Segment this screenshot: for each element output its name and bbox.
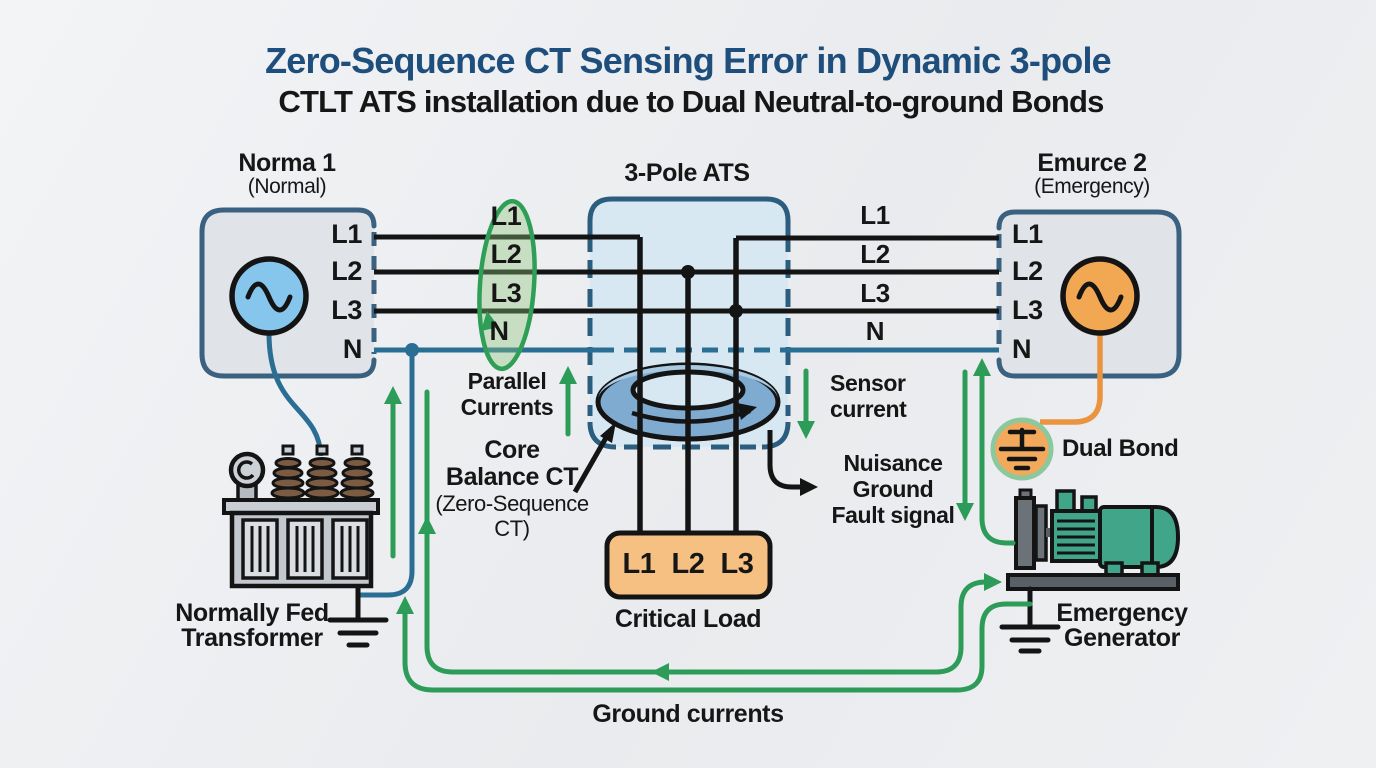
sensor-current-label-2: current	[830, 396, 907, 422]
nuisance-fault-signal-arrow	[767, 430, 818, 496]
junction-dot	[681, 265, 695, 279]
ats-title: 3-Pole ATS	[624, 159, 750, 187]
core-balance-ct-pointer-arrow	[572, 422, 616, 494]
transformer-icon	[222, 444, 380, 589]
diagram-title-line2: CTLT ATS installation due to Dual Neutra…	[278, 84, 1104, 119]
generator-label-2: Generator	[1064, 624, 1180, 652]
transformer-ground-symbol	[327, 585, 389, 648]
nuisance-label-3: Fault signal	[831, 502, 955, 528]
normal-phase-l1: L1	[331, 219, 362, 249]
parallel-currents-label-2: Currents	[460, 394, 554, 420]
bus-left-l1: L1	[490, 201, 522, 231]
emergency-phase-l3: L3	[1012, 295, 1043, 325]
normal-phase-l2: L2	[331, 256, 362, 286]
ground-currents-label: Ground currents	[592, 700, 784, 728]
core-balance-ct-sub-2: CT)	[494, 516, 530, 541]
junction-dot	[729, 304, 743, 318]
generator-icon	[1006, 488, 1181, 591]
normal-source-feed-wire	[266, 332, 324, 457]
load-phase-l1: L1	[622, 548, 656, 580]
transformer-label-1: Normally Fed	[175, 599, 329, 627]
bus-right-n: N	[865, 316, 885, 346]
bus-left-l2: L2	[490, 239, 522, 269]
normal-phase-l3: L3	[331, 295, 362, 325]
emergency-phase-l1: L1	[1012, 219, 1043, 249]
load-phase-l2: L2	[671, 548, 705, 580]
ats-pole-conductors	[637, 237, 739, 533]
core-balance-ct-label-1: Core	[484, 436, 540, 464]
generator-label-1: Emergency	[1056, 599, 1188, 627]
emergency-source-title: Emurce 2	[1037, 149, 1147, 177]
ac-source-normal-icon	[229, 256, 309, 336]
dual-bond-icon	[990, 417, 1054, 481]
bus-right-l3: L3	[860, 278, 890, 308]
bus-left-l3: L3	[490, 278, 522, 308]
parallel-currents-label-1: Parallel	[467, 368, 547, 394]
ground-current-right-up-line	[979, 365, 1016, 546]
core-balance-ct-sub-1: (Zero-Sequence	[435, 491, 589, 516]
normal-phase-n: N	[342, 334, 363, 364]
nuisance-label-1: Nuisance	[843, 450, 943, 476]
neutral-bond-path	[360, 343, 419, 598]
nuisance-label-2: Ground	[852, 476, 934, 502]
critical-load-label: Critical Load	[614, 605, 762, 633]
diagram-title-line1: Zero-Sequence CT Sensing Error in Dynami…	[265, 40, 1112, 81]
transformer-label-2: Transformer	[181, 624, 323, 652]
parallel-currents-loop-icon	[477, 198, 537, 372]
sensor-current-label-1: Sensor	[830, 370, 906, 396]
bus-right-l2: L2	[860, 239, 890, 269]
normal-source-subtitle: (Normal)	[247, 175, 327, 198]
dual-bond-label: Dual Bond	[1062, 435, 1179, 462]
green-arrowheads	[384, 358, 1002, 681]
bus-right-l1: L1	[860, 200, 890, 230]
emergency-phase-n: N	[1012, 334, 1032, 364]
ac-source-emergency-icon	[1060, 256, 1140, 336]
emergency-phase-l2: L2	[1012, 256, 1043, 286]
normal-source-title: Norma 1	[238, 149, 336, 177]
core-balance-ct-label-2: Balance CT	[445, 463, 579, 491]
load-phase-l3: L3	[720, 548, 754, 580]
emergency-bond-wire	[1040, 333, 1103, 425]
bus-left-n: N	[489, 316, 509, 346]
generator-ground-symbol	[999, 586, 1061, 654]
critical-load-box	[604, 530, 773, 600]
ground-current-path-upper	[424, 389, 993, 675]
emergency-source-subtitle: (Emergency)	[1034, 175, 1150, 198]
ground-current-path-lower	[402, 601, 1033, 693]
